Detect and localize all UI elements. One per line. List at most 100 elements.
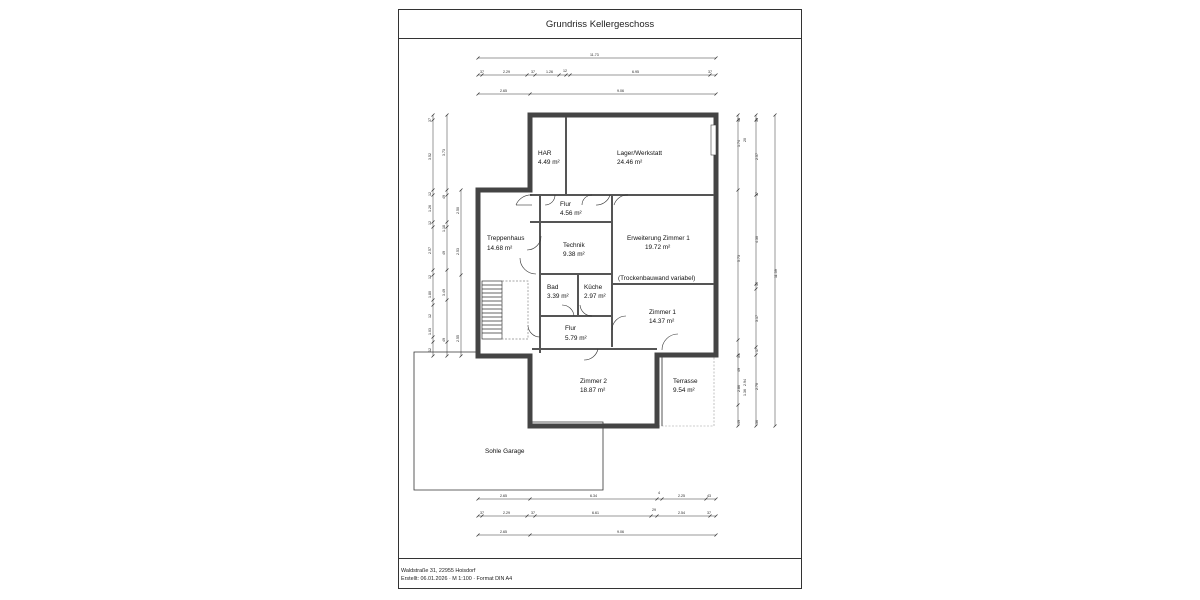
dim-bot-r3-1: 9.06 bbox=[617, 530, 624, 534]
dim-lo-7: 1.80 bbox=[428, 291, 432, 298]
dimension-tick bbox=[431, 268, 435, 272]
dimension-tick bbox=[431, 188, 435, 192]
dim-bot-r1-4: 43 bbox=[707, 494, 711, 498]
inner-walls bbox=[530, 117, 714, 353]
dim-ro-1: 1.36 bbox=[743, 389, 747, 396]
label-technik: Technik bbox=[563, 242, 585, 249]
dimension-tick bbox=[714, 497, 718, 501]
dim-rm-2: 17 bbox=[755, 192, 759, 196]
dimension-tick bbox=[476, 533, 480, 537]
dimension-tick bbox=[736, 424, 740, 428]
area-kueche: 2.97 m² bbox=[584, 293, 606, 300]
dim-rm-6: 17 bbox=[755, 348, 759, 352]
dimension-tick bbox=[736, 113, 740, 117]
dimension-tick bbox=[480, 73, 484, 77]
dimension-tick bbox=[736, 403, 740, 407]
dimension-tick bbox=[480, 514, 484, 518]
dimension-tick bbox=[754, 118, 758, 122]
dim-ri-4: 49 bbox=[737, 368, 741, 372]
area-zimmer2: 18.87 m² bbox=[580, 387, 605, 394]
garage-slab bbox=[413, 351, 604, 491]
dim-bot-r2-6: 37 bbox=[707, 511, 711, 515]
staircase bbox=[481, 280, 529, 340]
dimension-tick bbox=[714, 73, 718, 77]
label-kueche: Küche bbox=[584, 284, 603, 291]
dim-top-r2-1: 2.29 bbox=[503, 70, 510, 74]
dimension-tick bbox=[445, 298, 449, 302]
dim-ri-0: 42 bbox=[737, 118, 741, 122]
dimension-tick bbox=[773, 113, 777, 117]
dimension-tick bbox=[736, 338, 740, 342]
label-trockenbau: (Trockenbauwand variabel) bbox=[618, 275, 695, 282]
dimension-tick bbox=[736, 118, 740, 122]
dimension-tick bbox=[714, 533, 718, 537]
dimension-tick bbox=[431, 354, 435, 358]
dimension-tick bbox=[445, 113, 449, 117]
dim-rm-5: 3.17 bbox=[755, 315, 759, 322]
plan-footer: Waldstraße 31, 22955 Hoisdorf Erstellt: … bbox=[399, 558, 801, 590]
dimension-tick bbox=[528, 497, 532, 501]
dimension-tick bbox=[714, 514, 718, 518]
dimension-tick bbox=[533, 73, 537, 77]
area-treppenhaus: 14.68 m² bbox=[487, 245, 512, 252]
dim-bot-r1-2: 4 bbox=[658, 491, 660, 495]
dimension-tick bbox=[431, 113, 435, 117]
dim-ri-1: 1.74 bbox=[737, 140, 741, 147]
label-terrasse: Terrasse bbox=[673, 378, 698, 385]
dimension-tick bbox=[476, 73, 480, 77]
dim-top-r3-1: 9.06 bbox=[617, 89, 624, 93]
dim-bot-r2-0: 37 bbox=[480, 511, 484, 515]
dim-rm-8: 36 bbox=[755, 420, 759, 424]
dim-lm-4: 2.53 bbox=[456, 248, 460, 255]
label-flur-bottom: Flur bbox=[565, 325, 577, 332]
dimension-tick bbox=[445, 354, 449, 358]
dim-bot-r1-0: 2.65 bbox=[500, 494, 507, 498]
dim-lo-5: 2.57 bbox=[428, 247, 432, 254]
dimension-tick bbox=[754, 282, 758, 286]
dimension-tick bbox=[431, 273, 435, 277]
room-labels: HAR 4.49 m² Lager/Werkstatt 24.46 m² Flu… bbox=[485, 150, 698, 455]
dimension-tick bbox=[655, 514, 659, 518]
dimension-tick bbox=[655, 497, 659, 501]
dimension-tick bbox=[431, 340, 435, 344]
dimension-tick bbox=[476, 92, 480, 96]
dimension-tick bbox=[431, 220, 435, 224]
label-zimmer1: Zimmer 1 bbox=[649, 309, 676, 316]
dim-ri-5: 2.86 bbox=[737, 385, 741, 392]
dimension-tick bbox=[714, 56, 718, 60]
dimension-tick bbox=[445, 268, 449, 272]
dimension-tick bbox=[431, 298, 435, 302]
area-bad: 3.39 m² bbox=[547, 293, 569, 300]
area-flur-bottom: 5.79 m² bbox=[565, 335, 587, 342]
dim-top-r3-0: 2.65 bbox=[500, 89, 507, 93]
dim-bot-r2-5: 2.54 bbox=[678, 511, 685, 515]
window-lager bbox=[710, 124, 717, 156]
dimension-tick bbox=[736, 188, 740, 192]
label-garage: Sohle Garage bbox=[485, 448, 525, 455]
dimension-tick bbox=[445, 220, 449, 224]
dim-right-total: 11.39 bbox=[774, 269, 778, 278]
dimension-tick bbox=[431, 118, 435, 122]
dim-li-0: 2.50 bbox=[456, 207, 460, 214]
plan-sheet: Grundriss Kellergeschoss Waldstraße 31, … bbox=[398, 9, 802, 589]
dimension-tick bbox=[528, 92, 532, 96]
footer-address: Waldstraße 31, 22955 Hoisdorf bbox=[401, 568, 476, 574]
dimension-tick bbox=[660, 497, 664, 501]
dimension-tick bbox=[525, 514, 529, 518]
dim-bot-r1-1: 6.34 bbox=[590, 494, 597, 498]
dimension-tick bbox=[459, 188, 463, 192]
dim-ro-2: 2.94 bbox=[743, 379, 747, 386]
dim-lm-0: 3.73 bbox=[442, 149, 446, 156]
dim-lo-0: 37 bbox=[428, 118, 432, 122]
dimension-tick bbox=[708, 73, 712, 77]
dimension-tick bbox=[568, 73, 572, 77]
dimension-tick bbox=[564, 73, 568, 77]
dimension-ticks bbox=[431, 56, 777, 537]
dim-lo-1: 3.52 bbox=[428, 153, 432, 160]
dim-top-r2-2: 37 bbox=[531, 70, 535, 74]
label-flur-top: Flur bbox=[560, 201, 572, 208]
label-har: HAR bbox=[538, 150, 552, 157]
dimension-tick bbox=[476, 514, 480, 518]
area-terrasse: 9.54 m² bbox=[673, 387, 695, 394]
area-erweiterung: 19.72 m² bbox=[645, 244, 670, 251]
